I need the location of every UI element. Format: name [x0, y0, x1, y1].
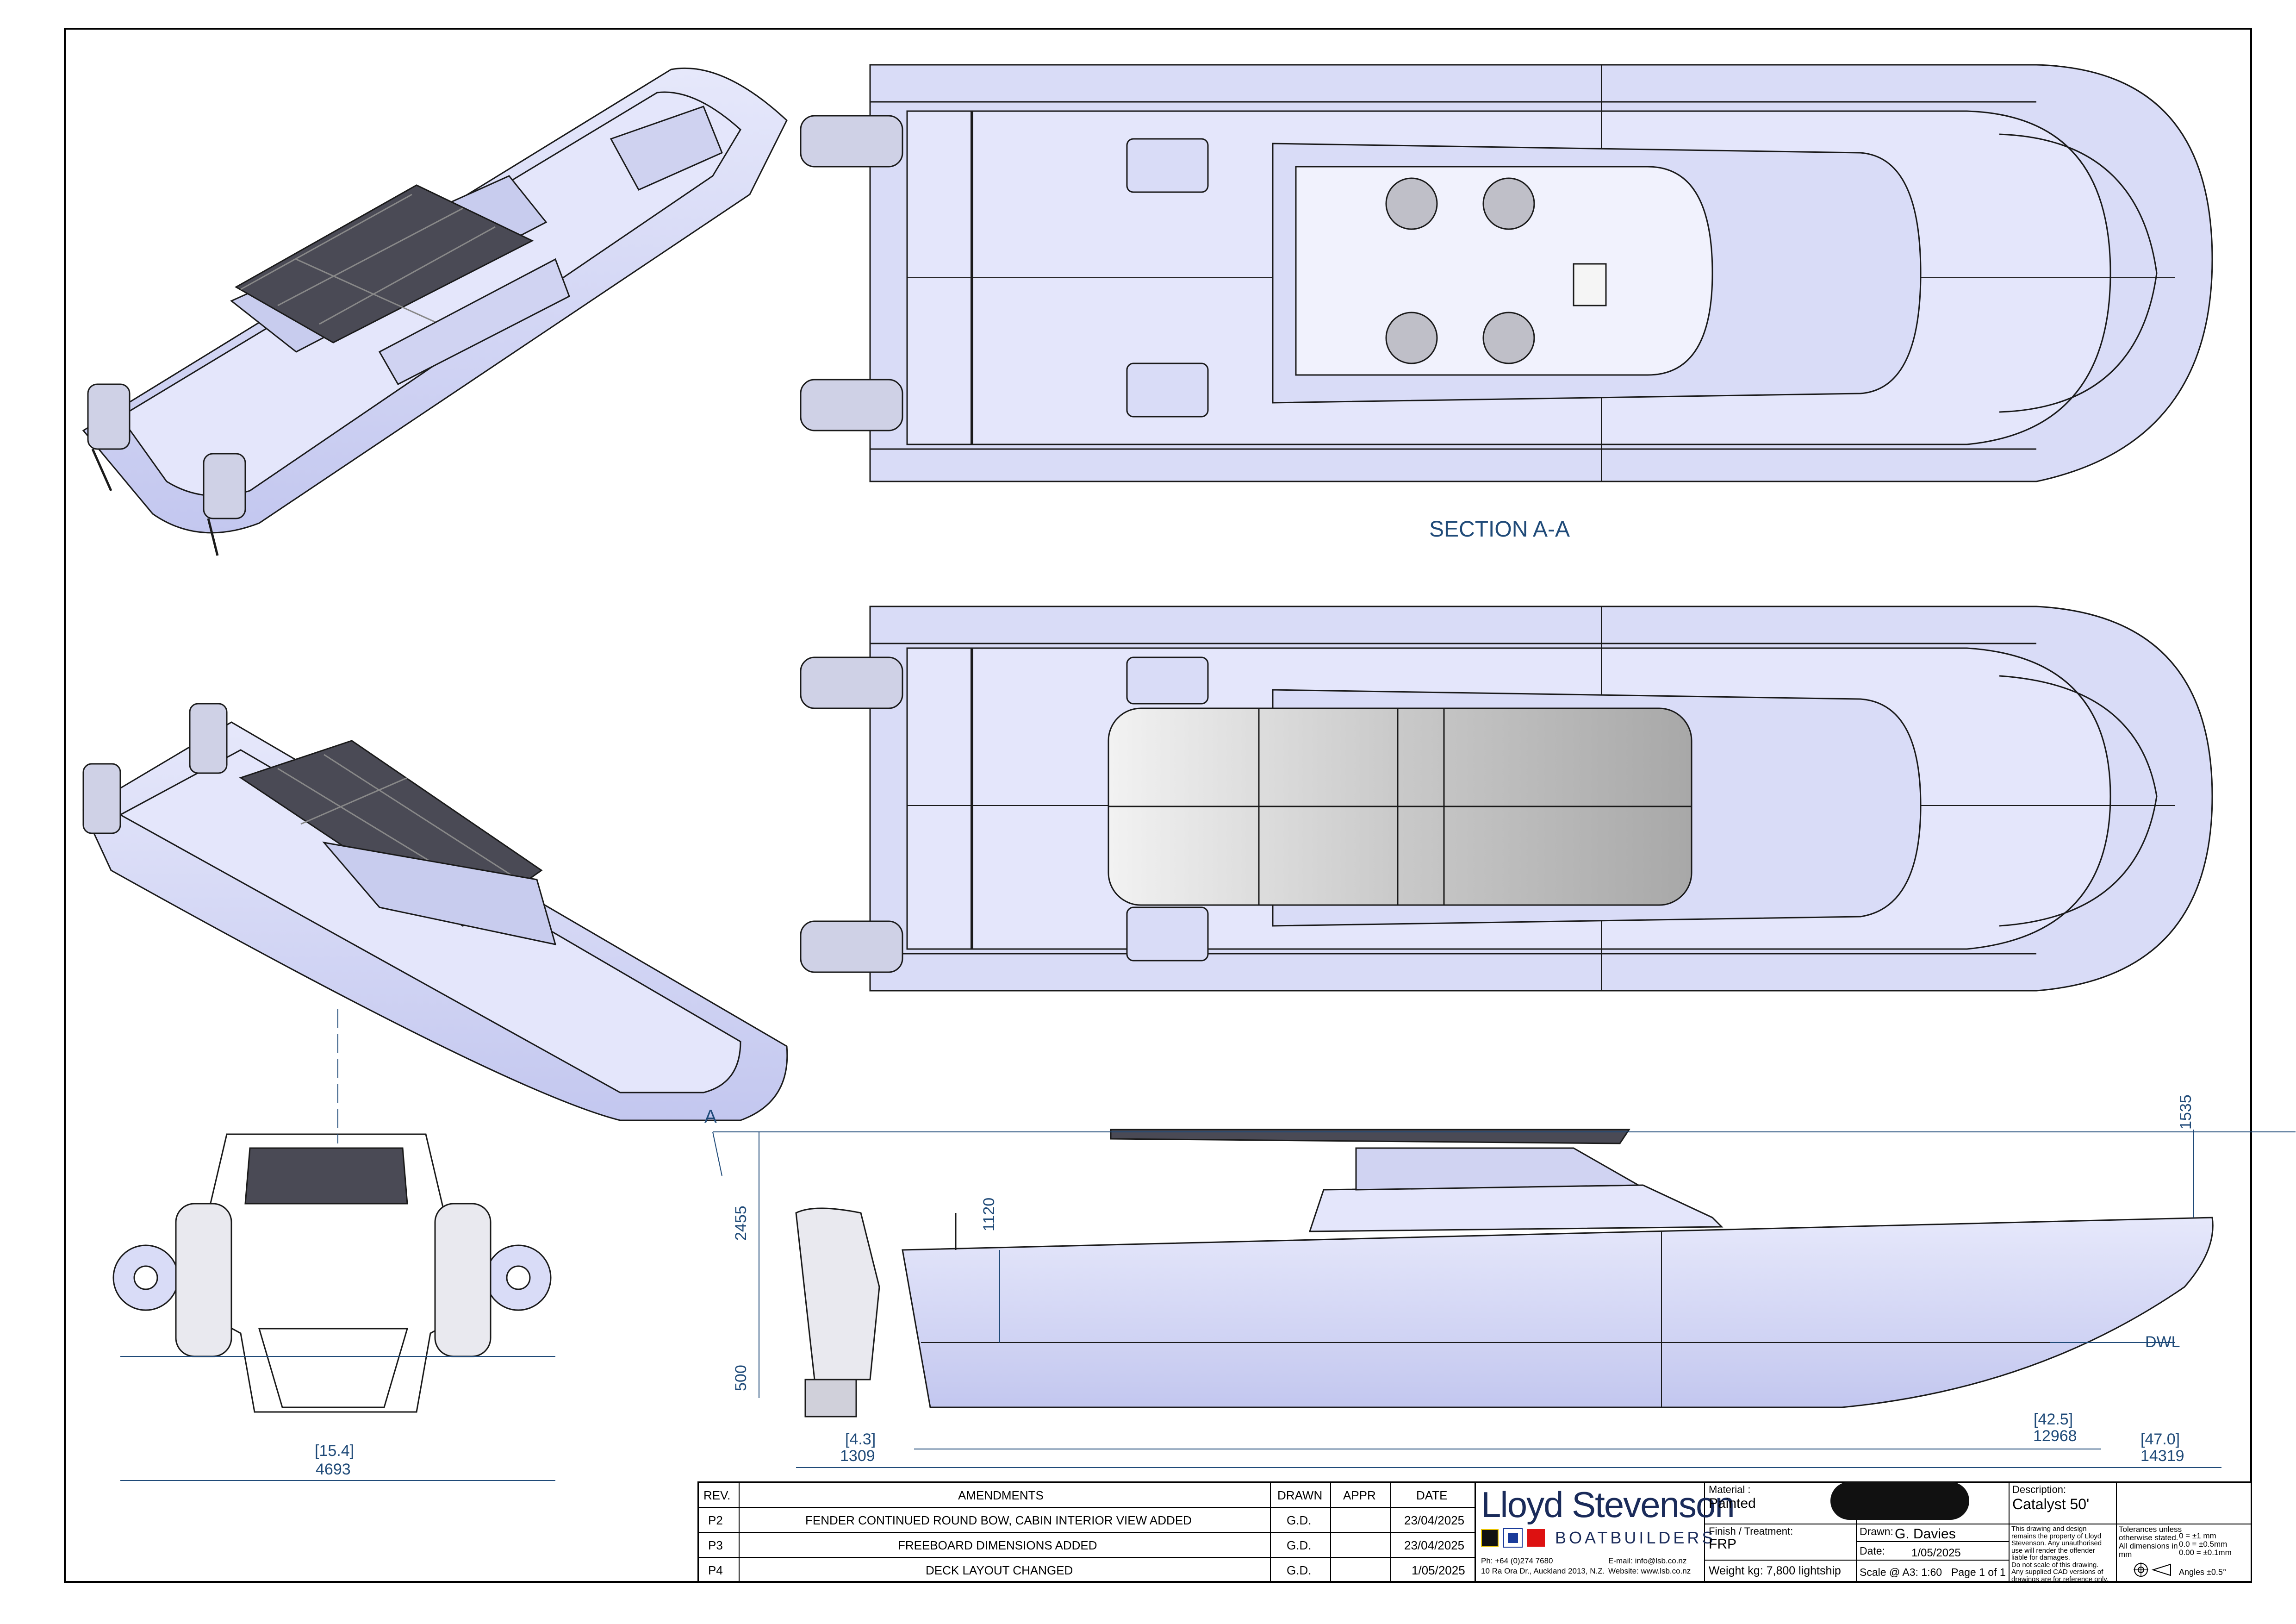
beam-dim-inches: [15.4] — [315, 1442, 355, 1460]
header-amendments: AMENDMENTS — [958, 1488, 1044, 1502]
redacted-client — [1830, 1482, 1969, 1520]
drawn-value: G. Davies — [1895, 1526, 1956, 1542]
beam-dim-mm: 4693 — [316, 1461, 351, 1478]
profile-view — [795, 1129, 2214, 1418]
weight-value: Weight kg: 7,800 lightship — [1709, 1564, 1841, 1577]
page-value: Page 1 of 1 — [1951, 1566, 2006, 1578]
finish-label: Finish / Treatment: — [1709, 1525, 1793, 1537]
finish-value: FRP — [1709, 1537, 1736, 1552]
freeboard-dim: 1120 — [980, 1197, 998, 1231]
disclaimer-text: This drawing and design remains the prop… — [2011, 1525, 2109, 1583]
header-date: DATE — [1416, 1488, 1448, 1502]
date-value: 1/05/2025 — [1911, 1547, 1961, 1559]
angles-tolerance: Angles ±0.5° — [2179, 1568, 2227, 1577]
projection-symbol-icon — [2134, 1560, 2171, 1580]
section-a-a-view — [800, 64, 2213, 482]
waterline-label: DWL — [2145, 1333, 2180, 1351]
description-label: Description: — [2012, 1484, 2066, 1495]
company-phone: Ph: +64 (0)274 7680 — [1481, 1556, 1553, 1565]
bow-freeboard-dim: 1535 — [2177, 1094, 2195, 1130]
date-label: Date: — [1860, 1545, 1885, 1557]
row-date: 23/04/2025 — [1404, 1513, 1465, 1527]
row-rev: P3 — [708, 1538, 723, 1552]
loa-dim-inches: [47.0] — [2140, 1430, 2180, 1448]
row-date: 23/04/2025 — [1404, 1538, 1465, 1552]
loa-dim-mm: 14319 — [2140, 1447, 2184, 1465]
signal-flags-icon — [1481, 1527, 1550, 1549]
dimension-lines — [120, 1130, 2296, 1481]
company-subtitle: BOATBUILDERS — [1555, 1528, 1716, 1547]
scale-value: Scale @ A3: 1:60 — [1860, 1566, 1942, 1578]
description-value: Catalyst 50' — [2012, 1496, 2090, 1512]
material-label: Material : — [1709, 1484, 1751, 1495]
engine-dim-inches: [4.3] — [845, 1430, 876, 1448]
header-rev: REV. — [703, 1488, 731, 1502]
material-value: Painted — [1709, 1496, 1756, 1511]
isometric-view-bow — [82, 703, 788, 1121]
deck-plan-view — [800, 606, 2213, 992]
draft-dim: 500 — [732, 1365, 750, 1391]
hull-dim-mm: 12968 — [2033, 1427, 2077, 1445]
row-text: DECK LAYOUT CHANGED — [926, 1563, 1073, 1577]
tolerance-note: Tolerances unless otherwise stated. All … — [2119, 1525, 2182, 1559]
row-text: FREEBOARD DIMENSIONS ADDED — [898, 1538, 1097, 1552]
company-name: Lloyd Stevenson — [1481, 1484, 1735, 1525]
row-drawn: G.D. — [1287, 1563, 1312, 1577]
company-address: 10 Ra Ora Dr., Auckland 2013, N.Z. — [1481, 1567, 1605, 1575]
engine-dim-mm: 1309 — [840, 1447, 875, 1465]
title-block: REV. AMENDMENTS DRAWN APPR DATE P2 FENDE… — [697, 1481, 2252, 1583]
isometric-view-aft — [82, 67, 788, 556]
row-date: 1/05/2025 — [1412, 1563, 1465, 1577]
section-marker: A — [704, 1106, 717, 1127]
header-drawn: DRAWN — [1277, 1488, 1323, 1502]
row-text: FENDER CONTINUED ROUND BOW, CABIN INTERI… — [805, 1513, 1192, 1527]
row-rev: P4 — [708, 1563, 723, 1577]
company-website: Website: www.lsb.co.nz — [1608, 1567, 1691, 1575]
row-drawn: G.D. — [1287, 1513, 1312, 1527]
company-email: E-mail: info@lsb.co.nz — [1608, 1556, 1687, 1565]
height-dim: 2455 — [732, 1206, 750, 1241]
drawn-label: Drawn: — [1860, 1525, 1893, 1537]
stern-view — [112, 1009, 555, 1413]
section-a-a-title: SECTION A-A — [1429, 517, 1570, 542]
header-appr: APPR — [1343, 1488, 1376, 1502]
hull-dim-inches: [42.5] — [2034, 1411, 2073, 1428]
row-rev: P2 — [708, 1513, 723, 1527]
row-drawn: G.D. — [1287, 1538, 1312, 1552]
tolerance-values: 0 = ±1 mm 0.0 = ±0.5mm 0.00 = ±0.1mm — [2179, 1531, 2232, 1557]
